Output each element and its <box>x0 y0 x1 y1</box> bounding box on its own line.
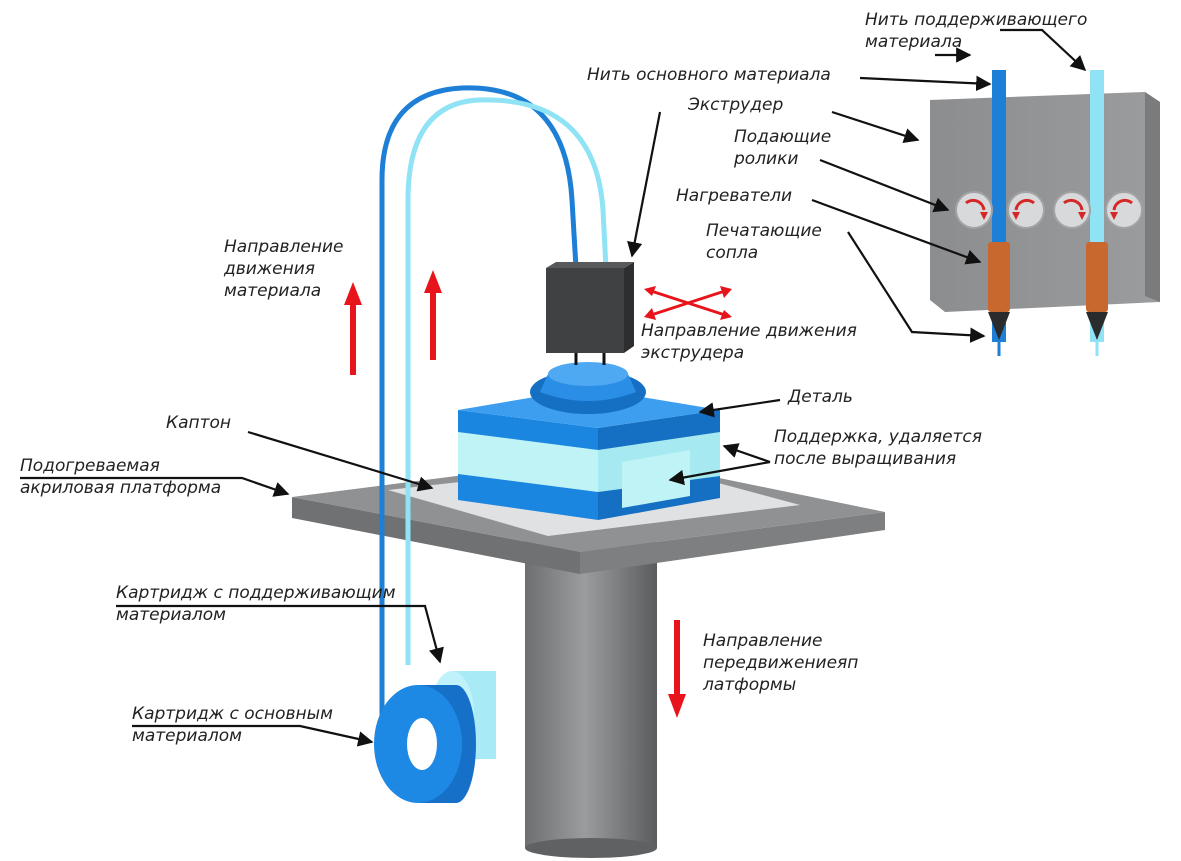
label-line: материалом <box>116 605 226 625</box>
label-support: Поддержка, удаляется после выращивания <box>774 426 982 470</box>
roller-ccw-icon <box>1007 191 1045 229</box>
label-line: материала <box>224 281 322 301</box>
label-extruder: Экструдер <box>688 94 783 116</box>
label-line: Направление <box>703 631 823 651</box>
part-dome-top <box>548 362 628 386</box>
label-line: передвижениeяп <box>703 653 859 673</box>
label-feed-rollers: Подающие ролики <box>734 126 831 170</box>
label-line: Картридж с основным <box>132 704 333 724</box>
label-line: ролики <box>734 149 799 169</box>
red-cross-arrows-icon <box>644 286 732 320</box>
label-line: после выращивания <box>774 449 957 469</box>
label-material-direction: Направление движения материала <box>224 236 344 302</box>
label-line: Нагреватели <box>676 186 793 206</box>
extruder-side <box>624 262 634 353</box>
label-line: Направление <box>224 237 344 257</box>
column-bottom <box>525 838 657 858</box>
label-part: Деталь <box>788 386 853 408</box>
label-line: Поддержка, удаляется <box>774 427 983 447</box>
label-platform: Подогреваемая акриловая платформа <box>20 455 221 499</box>
label-extruder-direction: Направление движения экструдера <box>641 320 857 364</box>
label-line: сопла <box>706 243 759 263</box>
label-line: Печатающие <box>706 221 822 241</box>
extruder-inset <box>930 70 1160 356</box>
red-arrow-up-icon <box>344 270 442 375</box>
label-line: Деталь <box>788 387 853 407</box>
label-line: Каптон <box>166 413 232 433</box>
label-line: Направление движения <box>641 321 857 341</box>
label-main-cartridge: Картридж с основным материалом <box>132 703 333 747</box>
platform-side <box>292 497 580 574</box>
platform-column <box>525 540 657 848</box>
label-nozzles: Печатающие сопла <box>706 220 822 264</box>
roller-cw-icon <box>1053 191 1091 229</box>
red-arrow-down-icon <box>668 620 686 718</box>
label-line: Нить основного материала <box>587 65 831 85</box>
main-filament-line <box>379 85 579 750</box>
extruder-front <box>546 268 624 353</box>
extruder-top <box>546 262 634 268</box>
label-line: материала <box>865 32 963 52</box>
main-cartridge <box>374 685 476 803</box>
label-heaters: Нагреватели <box>676 185 792 207</box>
label-line: латформы <box>703 675 797 695</box>
label-line: экструдера <box>641 343 745 363</box>
label-main-filament: Нить основного материала <box>587 64 831 86</box>
roller-ccw-icon <box>1105 191 1143 229</box>
label-line: Подающие <box>734 127 832 147</box>
label-line: Подогреваемая <box>20 456 160 476</box>
platform-side-right <box>580 512 885 574</box>
label-support-filament: Нить поддерживающего материала <box>865 9 1087 53</box>
label-line: материалом <box>132 726 242 746</box>
label-support-cartridge: Картридж с поддерживающим материалом <box>116 582 396 626</box>
support-band-front <box>458 432 598 492</box>
leader-lines <box>20 28 1087 747</box>
roller-cw-icon <box>955 191 993 229</box>
label-line: движения <box>224 259 315 279</box>
label-kapton: Каптон <box>166 412 231 434</box>
label-line: Экструдер <box>688 95 784 115</box>
label-platform-direction: Направление передвижениeяп латформы <box>703 630 858 696</box>
label-line: Нить поддерживающего <box>865 10 1088 30</box>
support-filament-line <box>405 97 609 665</box>
support-window <box>622 450 690 508</box>
label-line: Картридж с поддерживающим <box>116 583 396 603</box>
label-line: акриловая платформа <box>20 478 222 498</box>
